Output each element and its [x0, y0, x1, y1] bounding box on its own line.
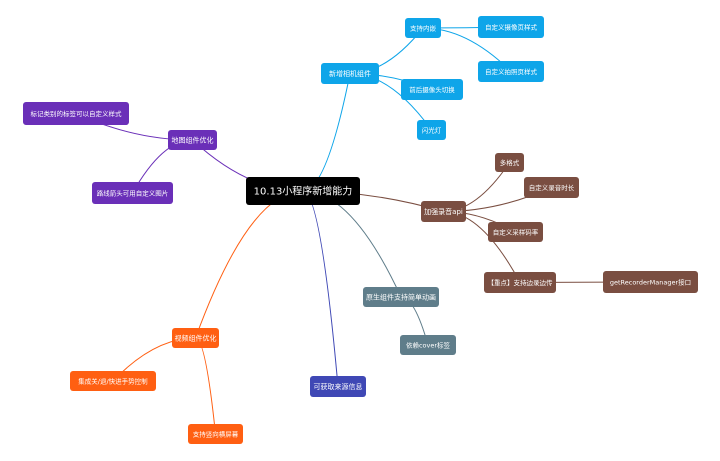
node-label-camera: 新增相机组件 [329, 69, 371, 78]
node-custom-scan-style[interactable]: 自定义摄像页样式 [478, 16, 544, 38]
mind-map-nodes: 10.13小程序新增能力 新增相机组件 支持内嵌 自定义摄像页样式自定义拍照页样式前后… [23, 16, 698, 444]
node-box-cover-tag [400, 335, 456, 355]
node-front-rear-switch[interactable]: 前后摄像头切换 [401, 79, 463, 100]
node-box-gesture-control [70, 371, 156, 391]
node-box-custom-sample-rate [488, 222, 543, 242]
node-camera[interactable]: 新增相机组件 [321, 63, 379, 84]
node-label-flash: 闪光灯 [422, 125, 442, 134]
node-label-video: 视频组件优化 [175, 334, 217, 343]
node-cover-tag[interactable]: 依赖cover标签 [400, 335, 456, 355]
node-label-central: 10.13小程序新增能力 [254, 185, 353, 198]
node-central[interactable]: 10.13小程序新增能力 [246, 177, 360, 205]
node-map[interactable]: 地图组件优化 [168, 130, 217, 150]
node-box-recorder-manager [603, 271, 698, 293]
node-box-central [246, 177, 360, 205]
node-label-gesture-control: 集成关/退/快进手势控制 [78, 376, 148, 385]
connector-video-fullscreen [195, 337, 216, 435]
node-label-pause-feature: 【重点】支持边录边传 [488, 278, 554, 287]
node-label-front-rear-switch: 前后摄像头切换 [409, 85, 455, 94]
node-fullscreen[interactable]: 支持竖向横屏幕 [188, 424, 243, 444]
node-box-source-info [310, 376, 366, 397]
node-label-fullscreen: 支持竖向横屏幕 [193, 429, 239, 438]
node-box-custom-photo-style [478, 61, 544, 82]
node-label-custom-photo-style: 自定义拍照页样式 [485, 67, 538, 76]
node-recorder[interactable]: 加强录音api [421, 201, 466, 222]
node-gesture-control[interactable]: 集成关/退/快进手势控制 [70, 371, 156, 391]
node-box-recorder [421, 201, 466, 222]
node-label-recorder-manager: getRecorderManager接口 [610, 277, 691, 286]
node-box-native [363, 287, 439, 307]
node-box-support-inner [405, 18, 441, 38]
node-box-custom-duration [524, 177, 579, 198]
node-source-info[interactable]: 可获取来源信息 [310, 376, 366, 397]
node-box-map [168, 130, 217, 150]
node-map-marker-style[interactable]: 标记类别的标签可以自定义样式 [23, 102, 129, 125]
node-multi-format[interactable]: 多格式 [495, 153, 524, 172]
node-box-custom-scan-style [478, 16, 544, 38]
node-video[interactable]: 视频组件优化 [172, 328, 219, 348]
node-label-multi-format: 多格式 [500, 158, 520, 167]
node-box-flash [417, 120, 446, 140]
node-label-native: 原生组件支持简单动画 [366, 293, 436, 302]
node-box-camera [321, 63, 379, 84]
node-pause-feature[interactable]: 【重点】支持边录边传 [484, 272, 556, 293]
node-native[interactable]: 原生组件支持简单动画 [363, 287, 439, 307]
node-label-custom-duration: 自定义录音时长 [529, 183, 575, 192]
node-label-map: 地图组件优化 [172, 136, 214, 145]
node-label-map-line-icon: 路线箭头可用自定义图片 [97, 188, 169, 197]
node-map-line-icon[interactable]: 路线箭头可用自定义图片 [92, 182, 173, 204]
connector-central-source-info [302, 190, 339, 387]
node-label-support-inner: 支持内嵌 [410, 23, 437, 32]
node-label-recorder: 加强录音api [424, 207, 463, 216]
node-box-map-line-icon [92, 182, 173, 204]
node-custom-sample-rate[interactable]: 自定义采样码率 [488, 222, 543, 242]
node-custom-duration[interactable]: 自定义录音时长 [524, 177, 579, 198]
node-box-map-marker-style [23, 102, 129, 125]
node-label-source-info: 可获取来源信息 [314, 382, 363, 391]
node-label-cover-tag: 依赖cover标签 [406, 340, 451, 349]
node-recorder-manager[interactable]: getRecorderManager接口 [603, 271, 698, 293]
node-label-custom-scan-style: 自定义摄像页样式 [485, 22, 538, 31]
connector-central-camera [302, 73, 351, 192]
node-box-fullscreen [188, 424, 243, 444]
node-box-pause-feature [484, 272, 556, 293]
node-label-custom-sample-rate: 自定义采样码率 [493, 227, 539, 236]
node-label-map-marker-style: 标记类别的标签可以自定义样式 [31, 109, 123, 118]
node-box-video [172, 328, 219, 348]
node-flash[interactable]: 闪光灯 [417, 120, 446, 140]
connector-lines [75, 26, 651, 435]
node-box-front-rear-switch [401, 79, 463, 100]
node-support-inner[interactable]: 支持内嵌 [405, 18, 441, 38]
node-box-multi-format [495, 153, 524, 172]
connector-central-video [195, 190, 304, 339]
node-custom-photo-style[interactable]: 自定义拍照页样式 [478, 61, 544, 82]
connector-central-native [302, 190, 402, 298]
